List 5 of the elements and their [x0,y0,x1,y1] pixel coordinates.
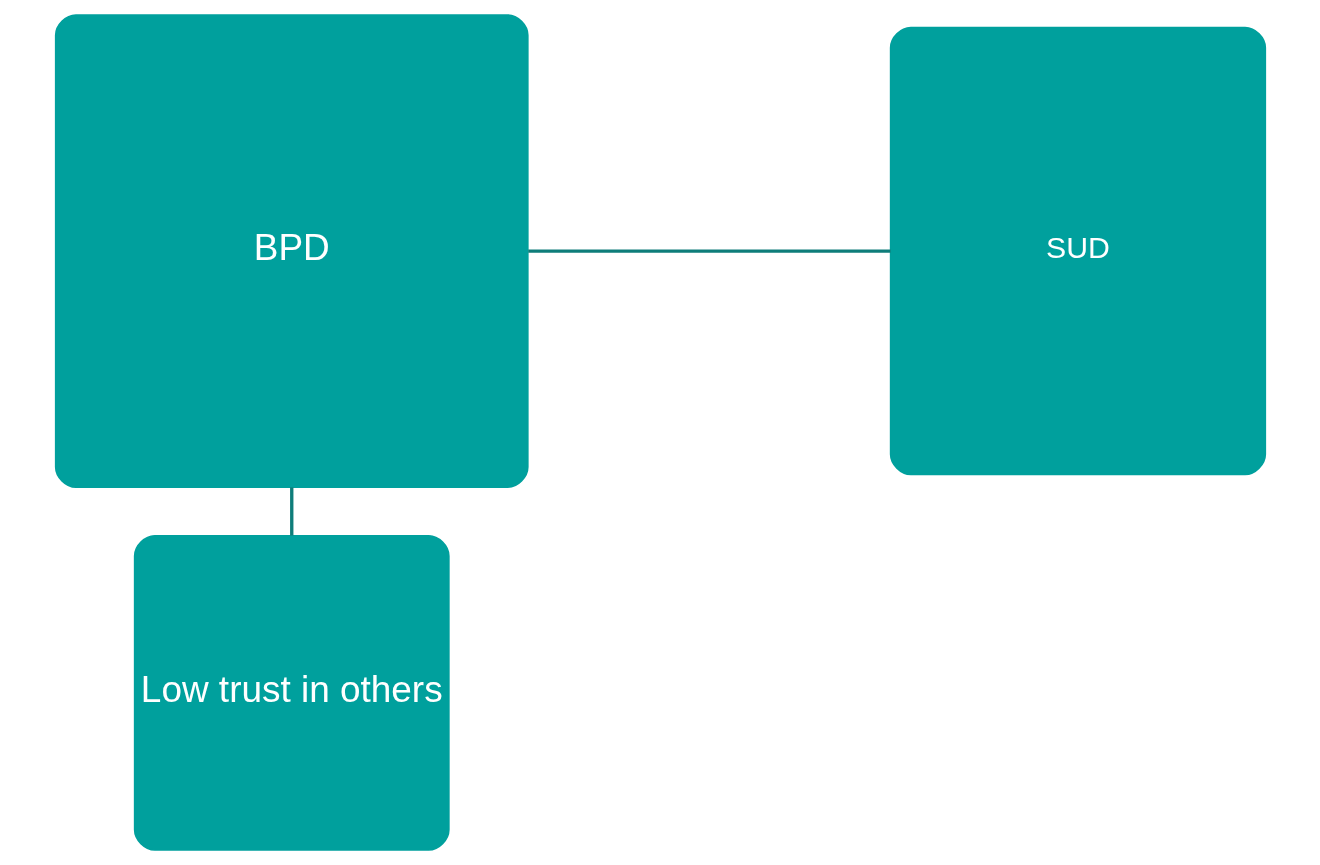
connector [289,487,293,536]
node-box: BPD [54,14,529,488]
connector [527,249,891,253]
node-box: SUD [889,26,1266,476]
node-box: Low trust in others [133,535,450,851]
